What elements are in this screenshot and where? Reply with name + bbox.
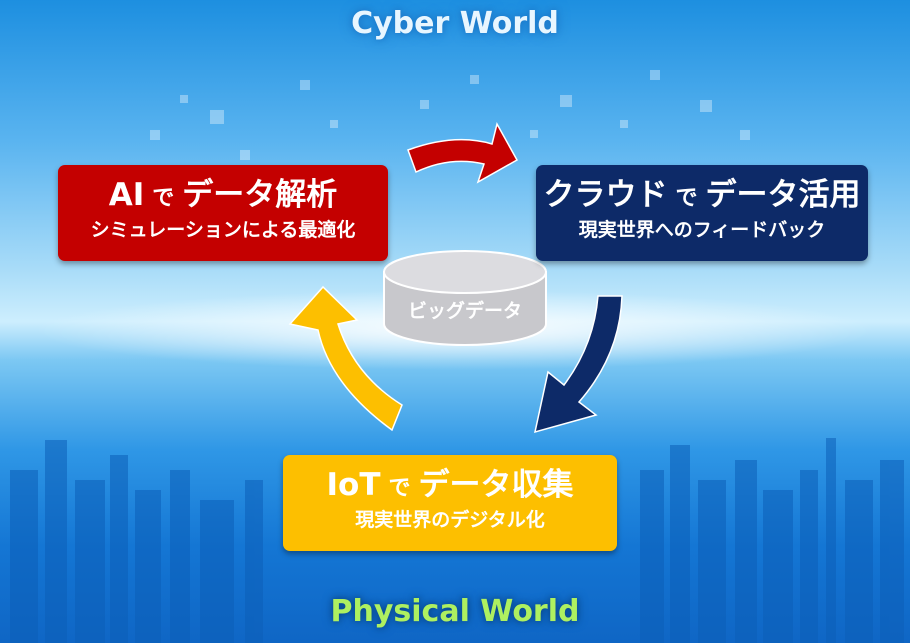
cloud-box-action: データ活用 [705,177,861,213]
database-label: ビッグデータ [407,300,522,322]
arrow-cloud-to-iot [534,295,623,434]
cloud-box-particle: で [675,186,698,211]
cyber-world-title: Cyber World [351,6,559,41]
iot-box-particle: で [388,476,411,501]
cloud-utilization-box: クラウドでデータ活用 現実世界へのフィードバック [536,165,868,261]
arrow-iot-to-ai [288,285,403,432]
iot-box-subtitle: 現実世界のデジタル化 [355,509,545,531]
iot-box-main: IoT [326,467,381,503]
iot-box-action: データ収集 [418,467,574,503]
pixel-squares [150,70,750,160]
arrow-ai-to-cloud [407,121,519,184]
ai-box-subtitle: シミュレーションによる最適化 [90,219,356,241]
ai-box-action: データ解析 [182,177,338,213]
cloud-box-main: クラウド [543,177,668,213]
ai-box-particle: で [152,186,175,211]
cloud-box-subtitle: 現実世界へのフィードバック [578,219,826,241]
ai-box-main: AI [108,177,145,213]
ai-analysis-box: AI でデータ解析 シミュレーションによる最適化 [58,165,388,261]
iot-collection-box: IoT でデータ収集 現実世界のデジタル化 [283,455,617,551]
physical-world-title: Physical World [330,594,580,629]
city-skyline [10,438,904,643]
